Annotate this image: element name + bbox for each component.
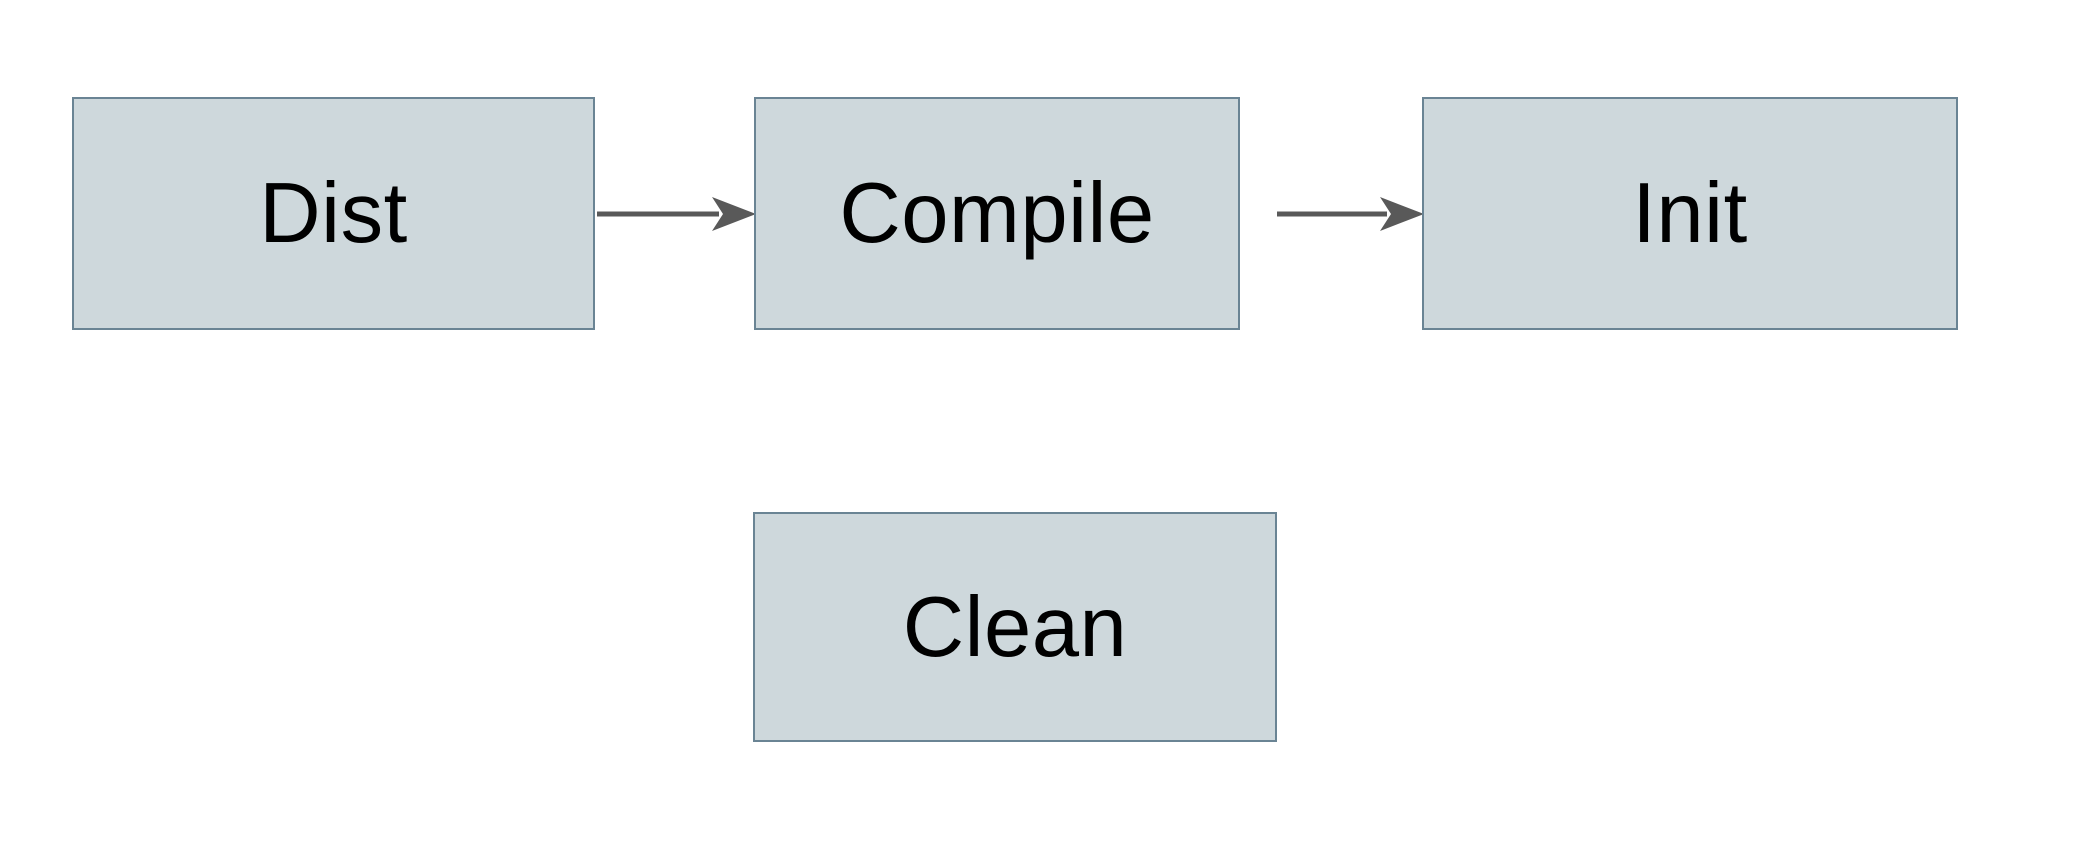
diagram-node-dist[interactable]: Dist [72,97,595,330]
arrow-right-icon [1277,197,1424,231]
diagram-node-init[interactable]: Init [1422,97,1958,330]
diagram-edge-dist-to-compile[interactable] [595,193,756,235]
node-label: Compile [839,166,1155,261]
diagram-node-clean[interactable]: Clean [753,512,1277,742]
node-label: Init [1632,166,1748,261]
arrow-right-icon [597,197,756,231]
diagram-edge-compile-to-init[interactable] [1240,193,1424,235]
node-label: Dist [259,166,408,261]
diagram-node-compile[interactable]: Compile [754,97,1240,330]
node-label: Clean [902,579,1128,675]
